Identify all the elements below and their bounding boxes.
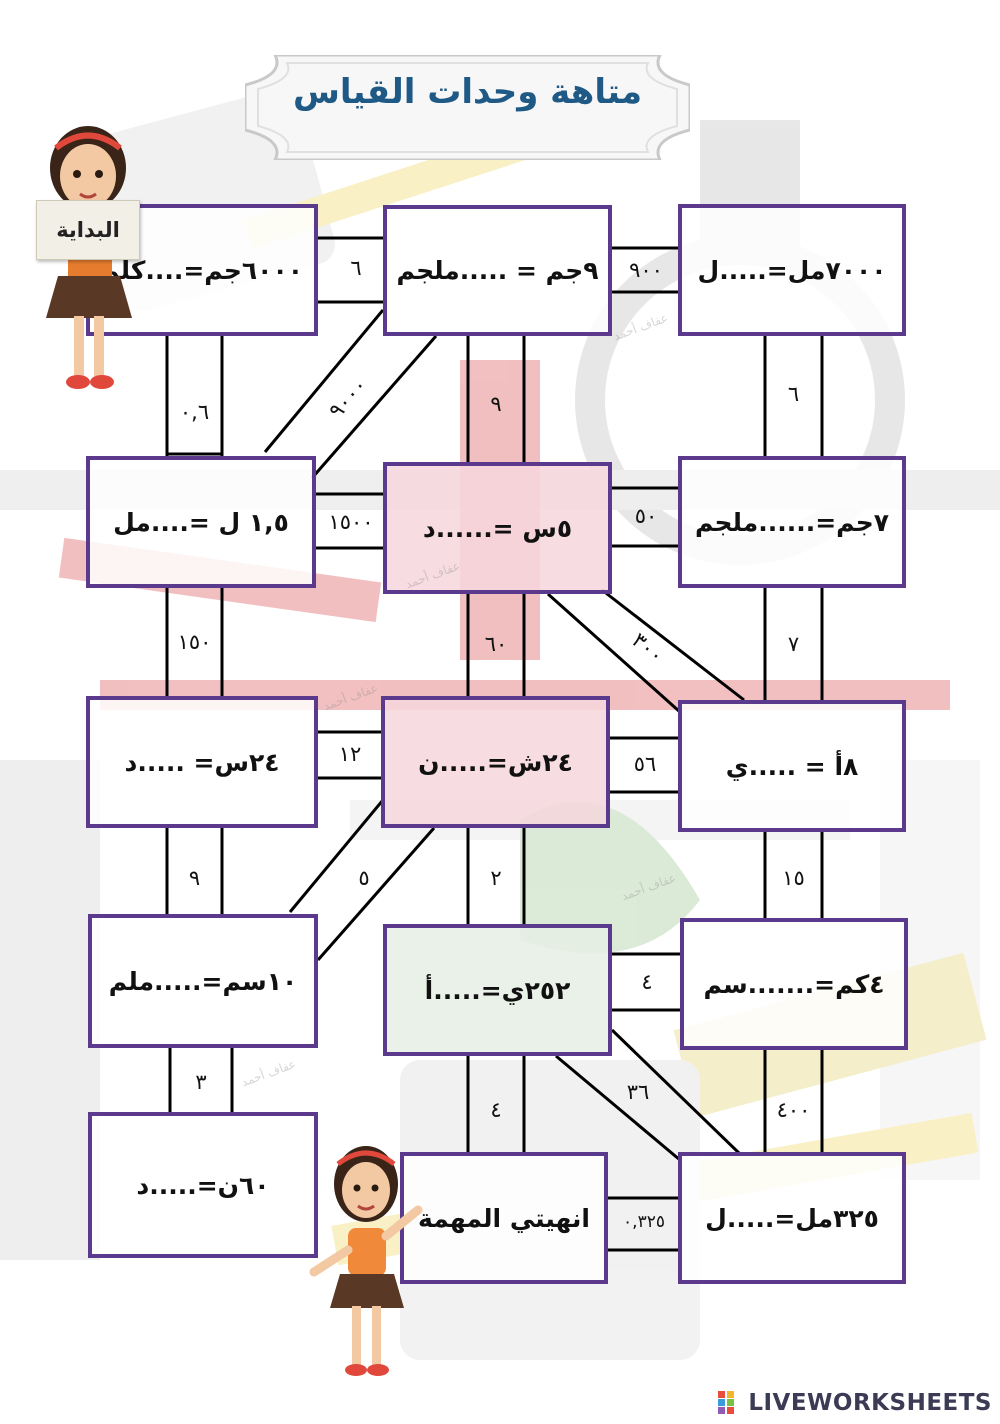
connector-label: ١٥: [782, 866, 805, 890]
maze-box-12: ٤كم=.......سم: [680, 918, 908, 1050]
connector-label: ٦٠: [484, 632, 508, 656]
connector-label: ٤: [641, 970, 653, 994]
connector-label: ١٥٠: [177, 630, 212, 654]
title-banner-frame: [245, 55, 690, 160]
connector-label: ٥٦: [633, 752, 657, 776]
maze-box-text: ٢٤ش=.....ن: [418, 747, 573, 777]
connector-label: ٥٠: [634, 504, 658, 528]
maze-box-text: ٣٢٥مل=.....ل: [705, 1203, 879, 1233]
maze-box-text: ٨أ = .....ي: [725, 751, 859, 781]
maze-box-text: ٦٠ن=.....د: [136, 1170, 270, 1200]
maze-box-text: ٧جم=......ملجم: [694, 507, 890, 537]
maze-box-13: ٦٠ن=.....د: [88, 1112, 318, 1258]
maze-box-11: ٢٥٢ي=.....أ: [383, 924, 612, 1056]
finish-girl-illustration: [309, 1146, 423, 1376]
maze-box-2: ٩جم = .....ملجم: [383, 205, 612, 336]
maze-box-text: ١,٥ ل =....مل: [113, 507, 289, 537]
maze-box-text: ٦٠٠٠جم=....كلم: [101, 255, 303, 285]
start-sign: البداية: [36, 200, 140, 260]
page-title: متاهة وحدات القياس: [292, 72, 643, 112]
connector-label: ٣: [195, 1070, 207, 1094]
connector-label: ٩٠٠: [629, 258, 663, 282]
maze-box-10: ١٠سم=.....ملم: [88, 914, 318, 1048]
maze-box-text: ٥س =......د: [422, 513, 573, 543]
connector-label: ٩: [490, 392, 502, 416]
start-girl-illustration: [46, 126, 132, 389]
maze-box-text: ٩جم = .....ملجم: [396, 256, 599, 285]
maze-box-4: ١,٥ ل =....مل: [86, 456, 316, 588]
maze-box-8: ٢٤ش=.....ن: [381, 696, 610, 828]
start-label: البداية: [56, 218, 120, 242]
maze-box-9: ٨أ = .....ي: [678, 700, 906, 832]
connector-label: ٤: [490, 1098, 502, 1122]
connector-label: ٦: [787, 382, 800, 406]
connector-label: ٠,٣٢٥: [623, 1212, 665, 1232]
connector-label: ٧: [787, 632, 800, 656]
connector-label: ٥: [358, 866, 370, 890]
connector-label: ٦: [350, 256, 362, 280]
maze-box-text: ٧٠٠٠مل=.....ل: [697, 255, 887, 285]
brand-name: LIVEWORKSHEETS: [748, 1390, 992, 1416]
maze-box-text: ١٠سم=.....ملم: [108, 966, 298, 996]
maze-box-text: ٤كم=.......سم: [703, 969, 885, 999]
connector-label: ٤٠٠: [776, 1098, 811, 1122]
footer-brand: LIVEWORKSHEETS: [718, 1388, 992, 1418]
liveworksheets-logo-icon: [718, 1391, 735, 1414]
connector-label: ٣٦: [626, 1080, 650, 1104]
connector-label: ٢: [490, 866, 502, 890]
maze-box-text: ٢٥٢ي=.....أ: [424, 975, 571, 1005]
maze-box-15: ٣٢٥مل=.....ل: [678, 1152, 906, 1284]
maze-box-5: ٥س =......د: [383, 462, 612, 594]
connector-label: ٩: [188, 866, 201, 890]
maze-box-text: ٢٤س= .....د: [124, 747, 280, 777]
connector-label: ١٥٠٠: [328, 510, 374, 534]
connector-label: ١٢: [338, 742, 362, 766]
maze-box-finish: انهيتي المهمة: [400, 1152, 608, 1284]
maze-box-6: ٧جم=......ملجم: [678, 456, 906, 588]
maze-box-7: ٢٤س= .....د: [86, 696, 318, 828]
connector-label: ٠,٦: [179, 400, 210, 424]
maze-box-3: ٧٠٠٠مل=.....ل: [678, 204, 906, 336]
maze-box-text: انهيتي المهمة: [417, 1203, 590, 1233]
